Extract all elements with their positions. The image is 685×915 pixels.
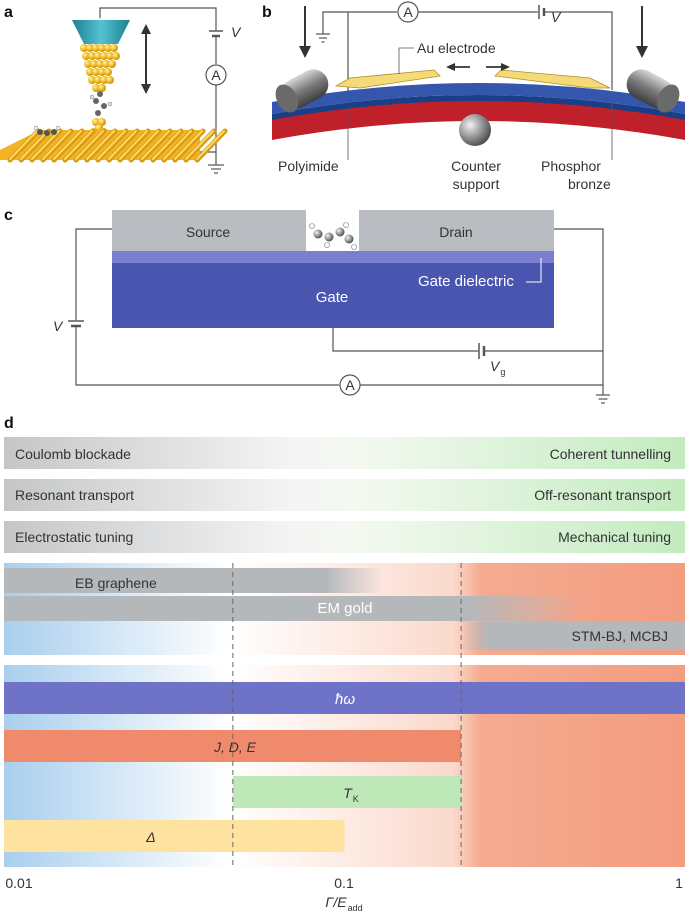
technique-eb-graphene-label: EB graphene bbox=[75, 575, 157, 591]
dashed-lines bbox=[232, 563, 462, 867]
panel-c-voltage-label: V bbox=[53, 318, 64, 334]
energy-tk-label: TK bbox=[343, 785, 359, 804]
panel-a-voltage-label: V bbox=[231, 24, 242, 40]
gate-dielectric-label: Gate dielectric bbox=[418, 273, 514, 290]
axis-tick-0-1: 0.1 bbox=[334, 875, 354, 891]
gate-voltage-label: Vg bbox=[490, 358, 505, 377]
panel-b-letter: b bbox=[262, 4, 272, 21]
axis-tick-0-01: 0.01 bbox=[5, 875, 32, 891]
panel-a-letter: a bbox=[4, 4, 13, 21]
axis-label: Γ/Eadd bbox=[325, 894, 362, 913]
panel-b-voltage-label: V bbox=[551, 9, 562, 25]
technique-em-gold-label: EM gold bbox=[317, 600, 372, 617]
technique-bars bbox=[4, 568, 685, 650]
polyimide-label: Polyimide bbox=[278, 158, 339, 174]
regime-1-left: Coulomb blockade bbox=[15, 446, 131, 462]
energy-bar-3 bbox=[4, 820, 345, 852]
panel-d-letter: d bbox=[4, 415, 14, 432]
drain-label: Drain bbox=[439, 224, 472, 240]
counter-support-label-line2: support bbox=[453, 176, 500, 192]
phosphor-bronze-label-line1: Phosphor bbox=[541, 158, 601, 174]
regime-bar-1 bbox=[4, 437, 685, 469]
gate-label: Gate bbox=[316, 289, 349, 306]
energy-jde-label: J, D, E bbox=[213, 739, 257, 755]
panel-a-ammeter-label: A bbox=[211, 67, 221, 83]
panel-c-ammeter-label: A bbox=[345, 377, 355, 393]
regime-bars bbox=[4, 437, 685, 553]
regime-2-left: Resonant transport bbox=[15, 487, 134, 503]
panel-b-mcbj-diagram bbox=[272, 1, 685, 160]
technique-bar-0 bbox=[4, 568, 384, 593]
regime-bar-3 bbox=[4, 521, 685, 553]
energy-delta-label: Δ bbox=[145, 829, 155, 845]
regime-1-right: Coherent tunnelling bbox=[550, 446, 671, 462]
technique-bar-1 bbox=[4, 596, 583, 621]
regime-3-left: Electrostatic tuning bbox=[15, 529, 133, 545]
counter-support-label-line1: Counter bbox=[451, 158, 501, 174]
phosphor-bronze-label-line2: bronze bbox=[568, 176, 611, 192]
regime-3-right: Mechanical tuning bbox=[558, 529, 671, 545]
panel-c-letter: c bbox=[4, 207, 13, 224]
regime-bar-2 bbox=[4, 479, 685, 511]
panel-c-fet-diagram bbox=[68, 210, 610, 404]
axis-tick-1: 1 bbox=[675, 875, 683, 891]
energy-bar-2 bbox=[232, 776, 462, 808]
energy-hbar-omega-label: ħω bbox=[335, 691, 355, 708]
energy-bar-0 bbox=[4, 682, 685, 714]
panel-a-stm-diagram bbox=[0, 7, 228, 174]
source-label: Source bbox=[186, 224, 231, 240]
technique-bar-2 bbox=[461, 622, 685, 650]
electrode-label: Au electrode bbox=[417, 40, 496, 56]
panel-b-ammeter-label: A bbox=[403, 4, 413, 20]
regime-2-right: Off-resonant transport bbox=[534, 487, 671, 503]
technique-stm-mcbj-label: STM-BJ, MCBJ bbox=[572, 628, 668, 644]
